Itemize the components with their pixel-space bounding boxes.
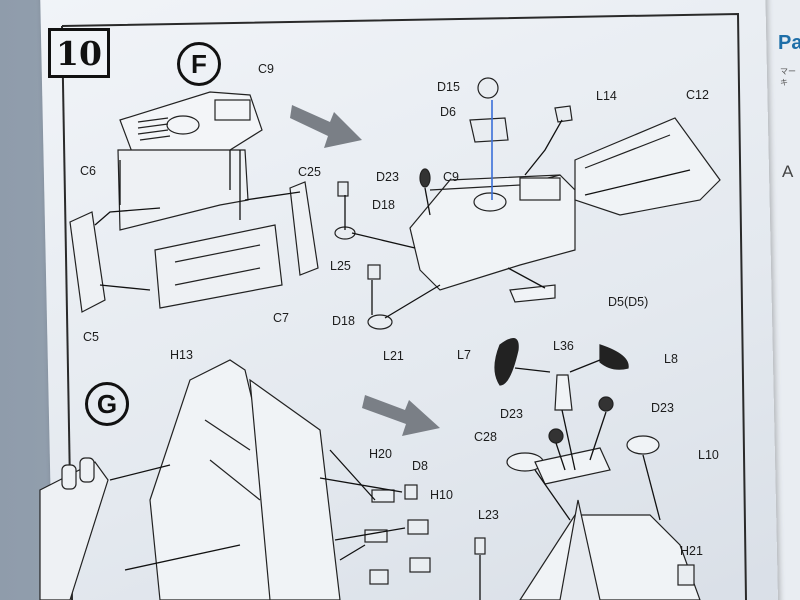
label-D18-a: D18	[372, 198, 395, 212]
arrow-F	[290, 105, 362, 148]
part-L7	[494, 338, 519, 386]
label-L14: L14	[596, 89, 617, 103]
part-C25	[289, 181, 319, 276]
label-D23-f: D23	[376, 170, 399, 184]
sub-step-G-marker: G	[85, 382, 129, 426]
label-C9-top: C9	[258, 62, 274, 76]
label-L8: L8	[664, 352, 678, 366]
assembled-hull-F	[409, 174, 576, 303]
label-L21: L21	[383, 349, 404, 363]
part-D18-b	[367, 264, 381, 280]
part-D15	[477, 77, 499, 99]
part-D23-g1	[548, 428, 564, 444]
part-D23-g2	[598, 396, 614, 412]
part-H21	[677, 564, 695, 586]
label-D23-g1: D23	[500, 407, 523, 421]
label-D6: D6	[440, 105, 456, 119]
label-C12: C12	[686, 88, 709, 102]
label-D5: D5(D5)	[608, 295, 649, 309]
label-C7: C7	[273, 311, 289, 325]
label-L36: L36	[553, 339, 574, 353]
part-D8	[404, 484, 418, 500]
part-C12	[574, 117, 721, 216]
label-C9-right: C9	[443, 170, 459, 184]
label-C28: C28	[474, 430, 497, 444]
next-page-title: Pa	[778, 32, 800, 54]
label-L23: L23	[478, 508, 499, 522]
label-H20: H20	[369, 447, 392, 461]
label-C5: C5	[83, 330, 99, 344]
next-page-subtitle: マーキ	[780, 67, 796, 87]
assembled-hull-G	[519, 499, 701, 600]
part-C7-bottom	[154, 224, 283, 309]
label-D8: D8	[412, 459, 428, 473]
superstructure-G	[149, 359, 341, 600]
arrow-G	[362, 395, 440, 436]
part-L14	[554, 105, 573, 123]
step-number: 10	[48, 28, 110, 78]
label-L7: L7	[457, 348, 471, 362]
part-C9-deck	[119, 91, 263, 161]
part-L36	[554, 374, 573, 411]
label-C25: C25	[298, 165, 321, 179]
part-C5	[69, 211, 106, 313]
part-L8	[599, 344, 629, 370]
part-L10	[626, 435, 660, 455]
part-D6	[469, 117, 509, 143]
part-H10	[407, 519, 429, 535]
label-H13: H13	[170, 348, 193, 362]
part-L21	[367, 314, 393, 330]
label-D15: D15	[437, 80, 460, 94]
label-H10: H10	[430, 488, 453, 502]
sub-step-F-marker: F	[177, 42, 221, 86]
part-L23	[474, 537, 486, 555]
part-D18-a	[337, 181, 349, 197]
label-L25: L25	[330, 259, 351, 273]
part-platform	[534, 447, 611, 485]
label-C6: C6	[80, 164, 96, 178]
part-D23-f	[419, 168, 431, 188]
label-L10: L10	[698, 448, 719, 462]
label-D23-g2: D23	[651, 401, 674, 415]
part-C6-side	[117, 149, 249, 231]
part-funnel-box	[39, 457, 109, 600]
label-D18-b: D18	[332, 314, 355, 328]
label-H21: H21	[680, 544, 703, 558]
part-H20	[371, 489, 395, 503]
next-page-letter: A	[782, 162, 794, 181]
